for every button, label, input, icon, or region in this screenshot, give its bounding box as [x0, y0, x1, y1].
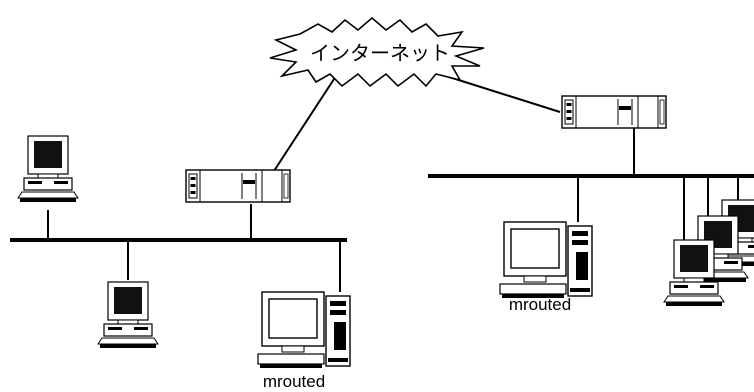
left-mrouted-label: mrouted	[263, 372, 325, 391]
right-mrouted-label: mrouted	[509, 295, 571, 314]
left-router-server-icon	[185, 169, 291, 203]
uplink-right	[445, 75, 561, 113]
left-desktop-pc-icon	[17, 135, 79, 203]
internet-label: インターネット	[310, 41, 450, 65]
right-router-server-icon	[561, 95, 667, 129]
right-workstation-tower-icon	[499, 221, 593, 299]
internet-cloud-icon: インターネット	[269, 16, 485, 88]
left-desktop-pc-icon	[97, 281, 159, 349]
left-workstation-tower-icon	[257, 291, 351, 369]
uplink-left	[271, 75, 337, 175]
